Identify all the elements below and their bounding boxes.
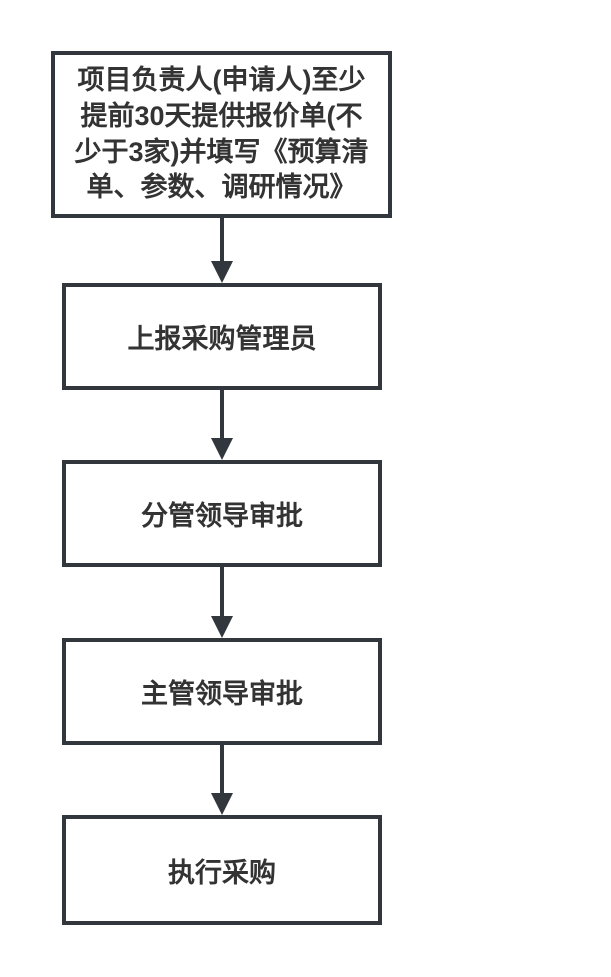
flow-node-label: 主管领导审批 (141, 679, 303, 709)
flow-node-label: 项目负责人(申请人)至少提前30天提供报价单(不少于3家)并填写《预算清单、参数… (74, 65, 369, 203)
arrow-down-connector (200, 565, 244, 638)
flow-node-chief-leader-approval: 主管领导审批 (62, 638, 382, 745)
flow-node-label: 分管领导审批 (141, 501, 303, 531)
arrow-line (220, 565, 224, 616)
arrow-down-connector (200, 743, 244, 815)
arrow-head-icon (211, 261, 233, 283)
arrow-down-connector (200, 216, 244, 283)
flow-node-division-leader-approval: 分管领导审批 (62, 460, 382, 567)
arrow-line (220, 216, 224, 261)
arrow-down-connector (200, 388, 244, 460)
arrow-head-icon (211, 793, 233, 815)
arrow-head-icon (211, 438, 233, 460)
arrow-line (220, 388, 224, 438)
flow-node-label: 上报采购管理员 (127, 324, 317, 354)
arrow-head-icon (211, 616, 233, 638)
flow-node-label: 执行采购 (168, 857, 276, 888)
flow-node-execute-procurement: 执行采购 (62, 815, 382, 925)
arrow-line (220, 743, 224, 793)
flow-node-report-procurement-admin: 上报采购管理员 (62, 283, 382, 390)
flow-node-provide-quotes: 项目负责人(申请人)至少提前30天提供报价单(不少于3家)并填写《预算清单、参数… (51, 51, 392, 218)
